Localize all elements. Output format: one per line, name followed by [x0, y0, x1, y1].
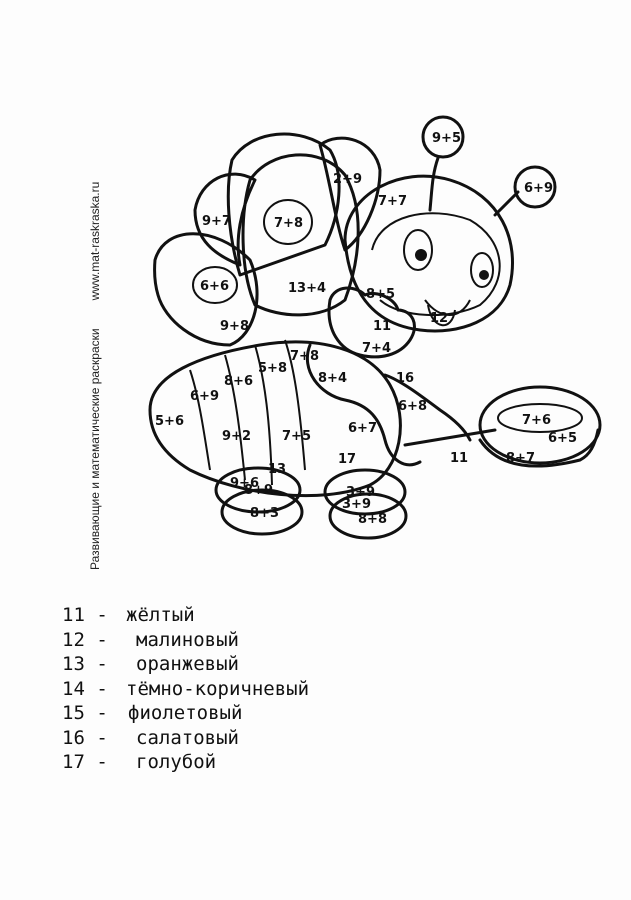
expr-label: 6+5 [548, 431, 577, 446]
stripe-2 [224, 354, 246, 481]
expr-label: 5+8 [258, 361, 287, 376]
bee-illustration: 9+5 6+9 2+9 7+7 9+7 7+8 6+6 13+4 9+8 8+5… [148, 115, 602, 540]
stripe-3 [254, 344, 273, 486]
legend-number: 13 - [62, 653, 108, 675]
expr-label: 7+4 [362, 341, 391, 356]
stripe-1 [189, 369, 211, 471]
expr-label: 3+9 [342, 497, 371, 512]
antenna-right-ball [513, 165, 557, 209]
expr-label: 11 [450, 451, 468, 466]
legend-color-name: тёмно-коричневый [126, 677, 310, 700]
honey-drip [478, 428, 600, 468]
legend-row: 13 - оранжевый [62, 652, 309, 677]
legend-color-name: салатовый [136, 726, 239, 749]
expr-label: 8+5 [366, 287, 395, 302]
expr-label: 6+9 [524, 181, 553, 196]
legend-row: 11 - жёлтый [62, 603, 309, 628]
foot-right-back [323, 468, 407, 516]
expr-label: 9+7 [202, 214, 231, 229]
bee-mouth [424, 299, 471, 316]
expr-label: 7+7 [378, 194, 407, 209]
expr-label: 13+4 [288, 281, 326, 296]
expr-label: 9+2 [222, 429, 251, 444]
expr-label: 8+9 [244, 483, 273, 498]
bee-eye-left [403, 229, 433, 271]
wing-front [318, 136, 382, 252]
legend-color-name: голубой [136, 751, 217, 773]
legend-row: 12 - малиновый [62, 628, 309, 653]
arm-left [305, 343, 422, 467]
expr-label: 3+9 [346, 485, 375, 500]
honey-spoon-inner [497, 403, 583, 433]
expr-label: 6+8 [398, 399, 427, 414]
expr-label: 6+9 [190, 389, 219, 404]
bee-eye-right [470, 252, 494, 288]
bee-head [343, 174, 514, 333]
legend-number: 17 - [62, 751, 108, 773]
bee-body [148, 340, 402, 498]
expr-label: 17 [338, 452, 356, 467]
legend-number: 14 - [62, 677, 108, 700]
expr-label: 7+5 [282, 429, 311, 444]
expr-label: 8+8 [358, 512, 387, 527]
legend-color-name: фиолетовый [128, 702, 243, 724]
legend-row: 17 - голубой [62, 750, 309, 775]
legend-number: 12 - [62, 628, 108, 651]
wing-dot-2 [263, 199, 313, 245]
wing-top [226, 132, 341, 277]
bee-face [371, 212, 501, 317]
wing-back [193, 172, 257, 267]
arm-right [383, 373, 472, 442]
antenna-right [493, 190, 520, 217]
legend-row: 14 - тёмно-коричневый [62, 677, 309, 702]
legend-number: 15 - [62, 702, 108, 724]
legend-number: 16 - [62, 726, 108, 749]
expr-label: 8+4 [318, 371, 347, 386]
expr-label: 6+7 [348, 421, 377, 436]
expr-label: 8+3 [250, 506, 279, 521]
expr-label: 12 [430, 311, 448, 326]
honey-spoon-bowl [478, 385, 602, 465]
antenna-left [428, 156, 440, 212]
pupil-left [415, 249, 427, 261]
expr-label: 7+8 [274, 216, 303, 231]
expr-label: 16 [396, 371, 414, 386]
foot-left-back [214, 466, 302, 514]
expr-label: 7+6 [522, 413, 551, 428]
expr-label: 11 [373, 319, 391, 334]
expr-label: 8+6 [224, 374, 253, 389]
expr-label: 9+8 [220, 319, 249, 334]
expr-label: 8+7 [506, 451, 535, 466]
foot-left-front [220, 488, 304, 536]
foot-right-front [328, 492, 408, 540]
wing-lower [153, 232, 259, 347]
legend-row: 16 - салатовый [62, 726, 309, 751]
pupil-right [479, 270, 489, 280]
expr-label: 6+6 [200, 279, 229, 294]
legend-color-name: малиновый [136, 628, 239, 651]
legend-row: 15 - фиолетовый [62, 701, 309, 726]
wing-big [241, 153, 360, 317]
wing-dot-1 [192, 266, 238, 304]
color-legend: 11 - жёлтый 12 - малиновый 13 - оранжевый 1… [62, 603, 309, 775]
expr-label: 13 [268, 462, 286, 477]
antenna-left-ball [421, 115, 465, 159]
legend-color-name: оранжевый [136, 653, 239, 675]
bee-tongue [427, 304, 456, 327]
expr-label: 7+8 [290, 349, 319, 364]
stripe-4 [284, 339, 306, 471]
expr-label: 5+6 [155, 414, 184, 429]
expr-label: 2+9 [333, 172, 362, 187]
legend-color-name: жёлтый [126, 604, 195, 626]
legend-number: 11 - [62, 604, 108, 626]
expr-label: 9+5 [432, 131, 461, 146]
expr-label: 9+6 [230, 476, 259, 491]
